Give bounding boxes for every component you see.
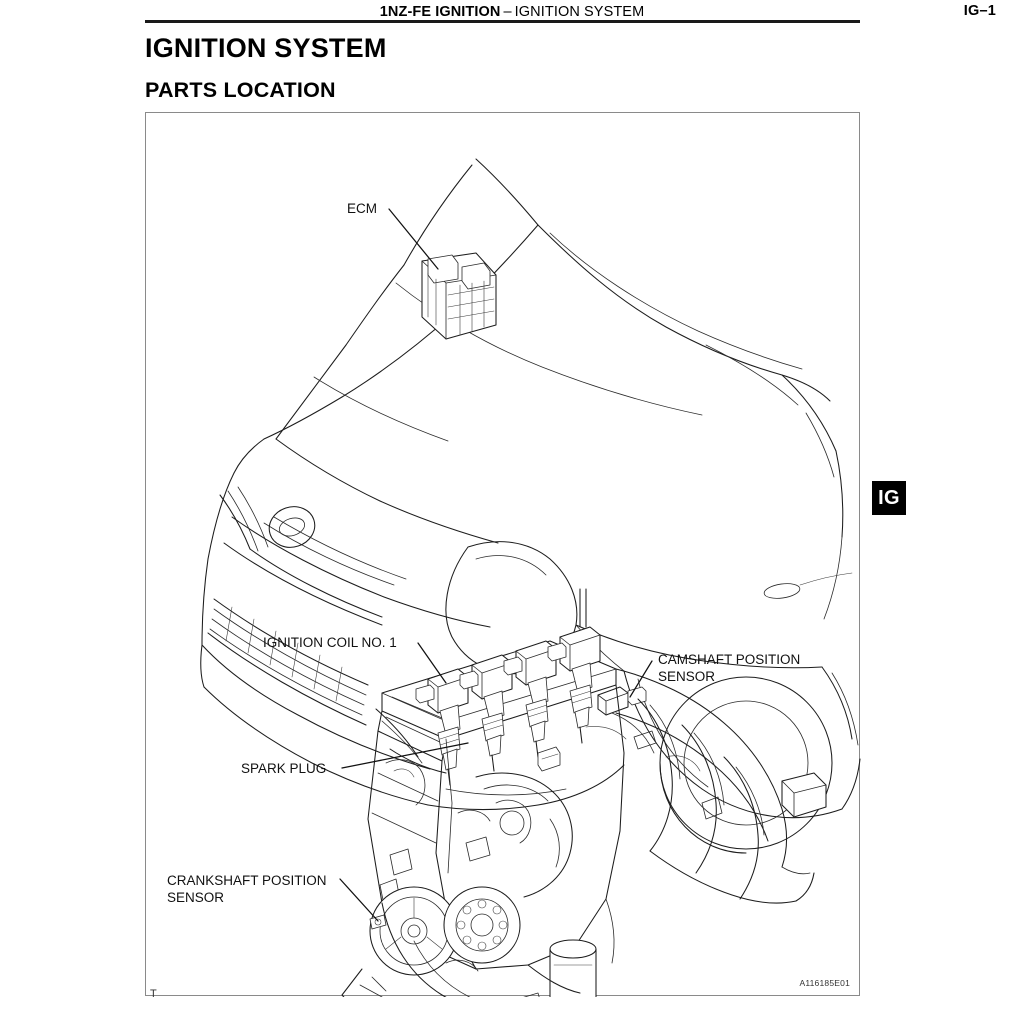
header-rule <box>145 20 860 23</box>
spark-plug-2 <box>481 712 505 772</box>
footer-mark: T <box>150 988 157 1000</box>
figure-illustration: ECM <box>167 158 861 997</box>
figure-code: A116185E01 <box>799 978 850 988</box>
callout-ignition-coil: IGNITION COIL NO. 1 <box>263 635 447 684</box>
callout-crankshaft-sensor-line2: SENSOR <box>167 890 224 905</box>
oil-filter <box>549 939 597 997</box>
parts-location-figure: ECM <box>145 112 861 997</box>
callout-camshaft-sensor-line1: CAMSHAFT POSITION <box>658 652 800 667</box>
running-header: 1NZ-FE IGNITION–IGNITION SYSTEM <box>0 4 1024 20</box>
vehicle-illustration <box>200 158 861 854</box>
callout-spark-plug: SPARK PLUG <box>241 742 469 776</box>
callout-camshaft-sensor-line2: SENSOR <box>658 669 715 684</box>
callout-ecm: ECM <box>347 201 439 270</box>
callout-ecm-label: ECM <box>347 201 377 216</box>
engine-illustration <box>341 588 827 997</box>
header-system-name: IGNITION SYSTEM <box>514 4 645 20</box>
ecm-unit <box>421 252 497 340</box>
timing-chain-cover <box>443 886 521 964</box>
intake-manifold <box>615 668 827 904</box>
crankshaft-pulley <box>369 886 459 976</box>
callout-crankshaft-sensor-line1: CRANKSHAFT POSITION <box>167 873 327 888</box>
spark-plug-3 <box>525 698 549 758</box>
callout-spark-plug-label: SPARK PLUG <box>241 761 326 776</box>
callout-ignition-coil-label: IGNITION COIL NO. 1 <box>263 635 397 650</box>
page-number: IG–1 <box>963 3 996 19</box>
header-separator: – <box>503 4 512 20</box>
page-title: IGNITION SYSTEM <box>145 33 387 63</box>
ignition-coil-4 <box>547 588 601 694</box>
camshaft-position-sensor <box>597 686 647 716</box>
header-engine-code: 1NZ-FE IGNITION <box>379 4 501 20</box>
spark-plug-4 <box>569 684 593 744</box>
callout-camshaft-position-sensor: CAMSHAFT POSITION SENSOR <box>629 652 800 698</box>
section-tab-ig[interactable]: IG <box>872 481 906 515</box>
section-heading: PARTS LOCATION <box>145 78 336 102</box>
callout-crankshaft-position-sensor: CRANKSHAFT POSITION SENSOR <box>167 873 379 922</box>
